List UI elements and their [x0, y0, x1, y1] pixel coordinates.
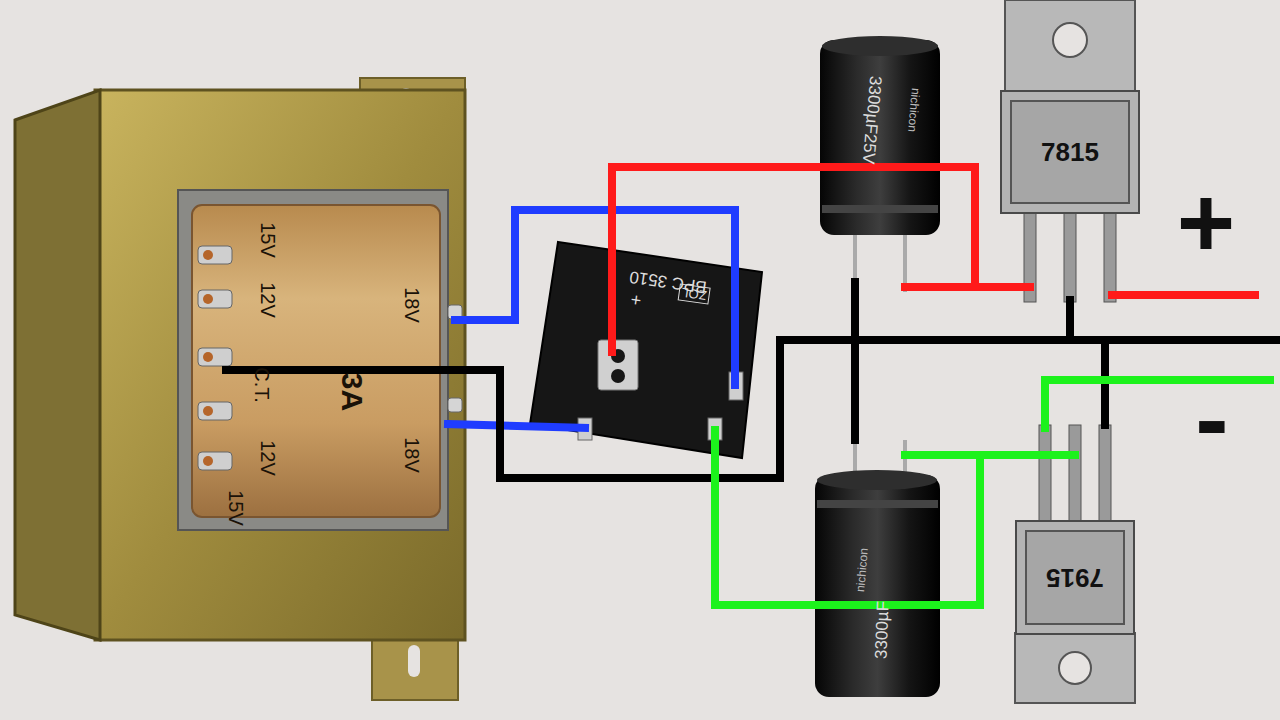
wires-part	[1112, 291, 1255, 299]
printed-marking: 3A	[337, 373, 367, 411]
capacitor-part	[817, 500, 938, 508]
wires-part	[905, 451, 1075, 459]
transformer-part	[408, 645, 420, 677]
printed-marking: 12V	[258, 440, 278, 476]
transformer-terminals-part	[203, 352, 213, 362]
transformer	[15, 78, 465, 700]
capacitor-part	[903, 230, 907, 292]
capacitor-part	[815, 475, 940, 697]
regulator-7915-part	[1069, 425, 1081, 522]
transformer-terminals-part	[203, 456, 213, 466]
capacitor-part	[820, 40, 940, 235]
transformer-terminals-part	[198, 348, 232, 366]
printed-marking: nichicon	[854, 548, 870, 593]
printed-marking: 15V	[258, 222, 278, 258]
transformer-part	[95, 90, 465, 640]
transformer-terminals-part	[198, 290, 232, 308]
bridge-rectifier-part	[598, 340, 638, 390]
transformer-terminals-part	[203, 250, 213, 260]
polarity-sign: -	[1195, 393, 1228, 443]
wires-part	[226, 340, 1276, 478]
capacitor-part	[822, 205, 938, 213]
regulator-7915-part	[1015, 633, 1135, 703]
regulator-7815-part	[1005, 0, 1135, 92]
regulator-7915	[1015, 425, 1135, 703]
regulator-7815-part	[1064, 212, 1076, 302]
transformer-part	[178, 190, 448, 530]
regulator-7915-part	[1059, 652, 1091, 684]
transformer-terminals	[198, 246, 232, 470]
wires-part	[851, 282, 859, 440]
regulator-body: 7915	[1015, 520, 1135, 635]
wires-part	[448, 424, 585, 428]
regulator-7815-part	[1053, 23, 1087, 57]
printed-marking: 18V	[402, 287, 422, 323]
wires-part	[612, 167, 975, 352]
regulator-number: 7915	[1046, 562, 1104, 593]
regulator-7815-part	[1104, 212, 1116, 302]
printed-marking: 15V	[226, 490, 246, 526]
transformer-terminals-part	[198, 402, 232, 420]
transformer-terminals-part	[198, 246, 232, 264]
printed-marking: C.T.	[252, 367, 272, 403]
regulator-body: 7815	[1000, 90, 1140, 214]
wires-part	[1045, 380, 1270, 428]
regulator-7915-part	[1099, 425, 1111, 522]
transformer-part	[448, 398, 462, 412]
capacitor-part	[822, 36, 938, 56]
printed-marking: 3300µF	[872, 601, 891, 660]
capacitor-part	[817, 470, 937, 490]
wires-part	[455, 210, 735, 385]
transformer-terminals-part	[203, 294, 213, 304]
transformer-terminals-part	[198, 452, 232, 470]
printed-marking: 18V	[402, 437, 422, 473]
polarity-sign: +	[1177, 182, 1235, 262]
transformer-part	[15, 90, 100, 640]
regulator-7915-part	[1039, 425, 1051, 522]
printed-marking: 12V	[258, 282, 278, 318]
printed-marking: nichicon	[906, 88, 922, 133]
bridge-rectifier-part	[611, 369, 625, 383]
transformer-part	[192, 205, 440, 517]
transformer-terminals-part	[203, 406, 213, 416]
wires-part	[1066, 300, 1074, 340]
capacitor	[815, 440, 940, 697]
regulator-number: 7815	[1041, 137, 1099, 168]
wires-part	[905, 283, 1030, 291]
